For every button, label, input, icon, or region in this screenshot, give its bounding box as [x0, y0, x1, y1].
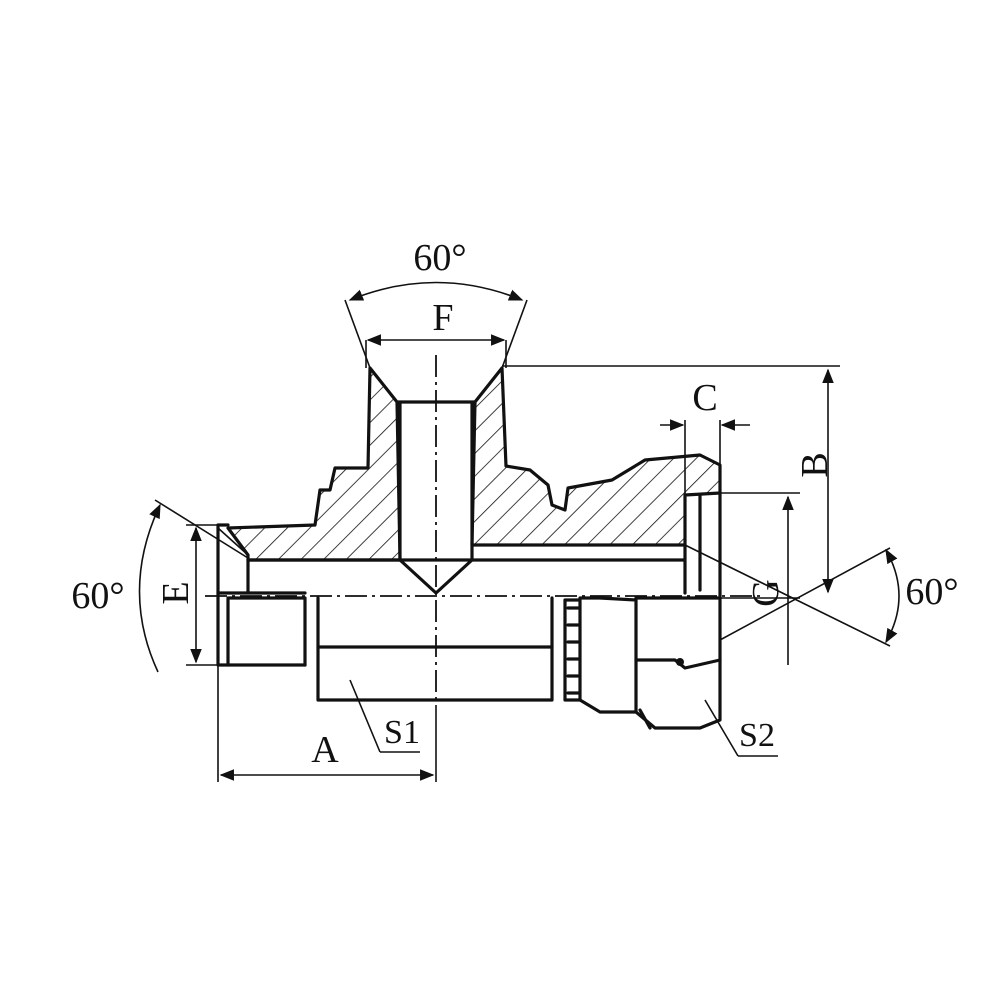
- through-bore: [246, 543, 687, 595]
- dimension-F: [365, 334, 507, 368]
- dimension-B: [502, 365, 840, 594]
- label-F: F: [432, 297, 453, 339]
- dimension-A: [217, 665, 437, 782]
- label-G: G: [745, 579, 787, 606]
- body-section: [226, 366, 722, 562]
- label-S1: S1: [384, 714, 420, 751]
- label-A: A: [311, 729, 339, 771]
- dimension-E: [186, 524, 228, 666]
- s1-hex-body: [316, 596, 554, 702]
- label-E: E: [155, 581, 197, 604]
- label-angle-right: 60°: [905, 571, 958, 613]
- angle-left: [138, 499, 249, 673]
- nut-detail-dot: [676, 658, 684, 666]
- label-angle-left: 60°: [71, 575, 124, 617]
- label-C: C: [692, 377, 717, 419]
- top-branch-wall-left: [226, 366, 402, 562]
- label-S2: S2: [739, 717, 775, 754]
- label-B: B: [794, 452, 836, 477]
- leader-S2: [704, 699, 778, 757]
- angle-right: [684, 544, 900, 647]
- angle-top: [344, 281, 528, 369]
- top-branch-wall-right: [470, 366, 722, 547]
- dimension-G: [720, 492, 800, 665]
- dimension-C: [660, 419, 750, 545]
- label-angle-top: 60°: [413, 237, 466, 279]
- swivel-nut: [563, 491, 722, 730]
- leader-S1: [349, 679, 420, 753]
